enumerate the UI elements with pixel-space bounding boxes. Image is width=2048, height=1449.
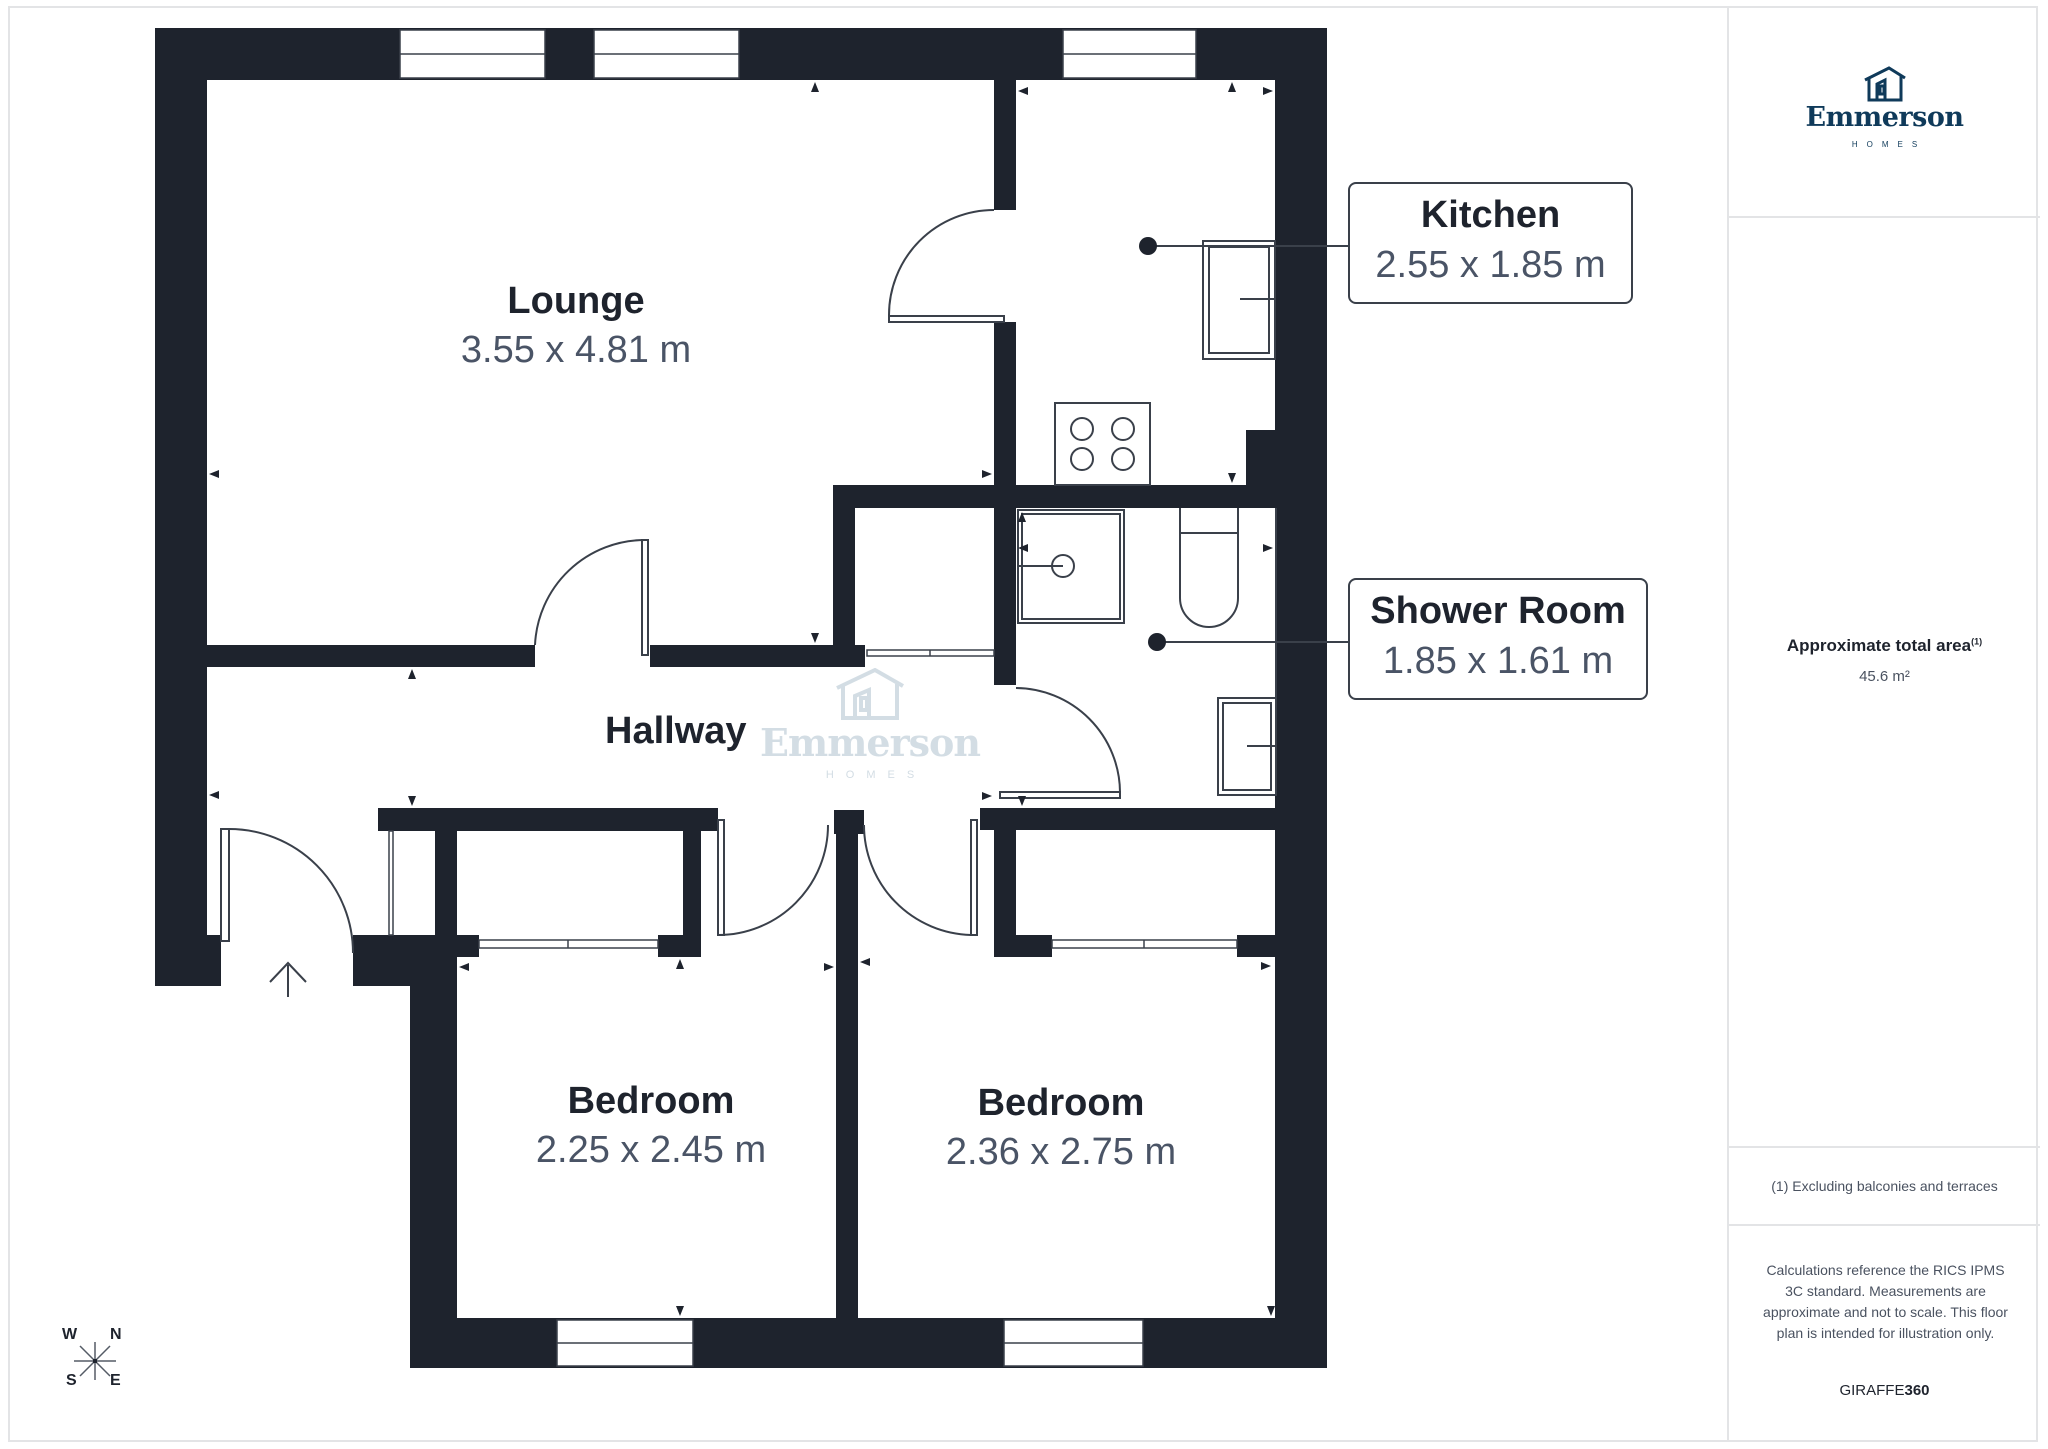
brand-logo: Emmerson HOMES: [1729, 6, 2040, 218]
brand-sub: HOMES: [1851, 140, 1927, 149]
giraffe360-credit: GIRAFFE360: [1729, 1382, 2040, 1399]
dimension-markers: [209, 82, 1275, 1316]
watermark-sub: HOMES: [825, 769, 927, 781]
room-label-bedroom-1: Bedroom 2.25 x 2.45 m: [536, 1078, 766, 1176]
callout-dots: [1139, 237, 1166, 651]
room-dimensions: 1.85 x 1.61 m: [1382, 640, 1614, 682]
compass-s: S: [66, 1372, 77, 1389]
compass-rose-icon: [74, 1342, 116, 1380]
room-name: Kitchen: [1420, 194, 1561, 236]
room-name: Lounge: [507, 280, 645, 322]
windows: [388, 29, 1238, 1367]
shower-fixtures: [1017, 508, 1277, 796]
room-callout-shower-room: Shower Room 1.85 x 1.61 m: [1348, 578, 1648, 700]
callout-leaders: [1148, 245, 1348, 643]
doors: [220, 209, 1121, 954]
walls: [155, 28, 1327, 1368]
compass-w: W: [62, 1326, 78, 1343]
brand-name: Emmerson: [1805, 102, 1964, 133]
room-name: Bedroom: [977, 1082, 1145, 1124]
toilet: [1179, 508, 1239, 628]
disclaimer: Calculations reference the RICS IPMS 3C …: [1763, 1262, 2008, 1341]
house-logo-icon: [1864, 66, 1906, 102]
entrance-arrow-icon: [269, 961, 307, 997]
total-area: Approximate total area(1) 45.6 m²: [1729, 636, 2040, 685]
room-dimensions: 2.25 x 2.45 m: [535, 1129, 767, 1171]
room-name: Bedroom: [567, 1080, 735, 1122]
watermark-logo: Emmerson HOMES: [760, 668, 981, 781]
room-name: Shower Room: [1370, 590, 1626, 632]
page-frame: [8, 6, 2038, 1442]
room-dimensions: 2.55 x 1.85 m: [1375, 244, 1606, 286]
compass-e: E: [110, 1372, 121, 1389]
credit-prefix: GIRAFFE: [1839, 1382, 1905, 1399]
footnote-mark: (1): [1971, 636, 1983, 647]
hob: [1054, 402, 1151, 486]
compass: W N S E: [60, 1320, 140, 1410]
total-area-title: Approximate total area(1): [1729, 636, 2040, 656]
area-footnote: (1) Excluding balconies and terraces: [1729, 1146, 2040, 1226]
room-label-bedroom-2: Bedroom 2.36 x 2.75 m: [946, 1080, 1176, 1178]
watermark-brand: Emmerson: [760, 720, 981, 765]
info-sidebar: Emmerson HOMES Approximate total area(1)…: [1727, 6, 2040, 1442]
room-label-hallway: Hallway: [605, 710, 747, 752]
total-area-value: 45.6 m²: [1859, 668, 1910, 685]
room-callout-kitchen: Kitchen 2.55 x 1.85 m: [1348, 182, 1633, 304]
compass-n: N: [110, 1326, 122, 1343]
room-label-lounge: Lounge 3.55 x 4.81 m: [461, 278, 691, 376]
total-area-label: Approximate total area: [1786, 636, 1972, 655]
room-dimensions: 2.36 x 2.75 m: [945, 1131, 1177, 1173]
kitchen-fixtures: [1054, 240, 1276, 486]
room-dimensions: 3.55 x 4.81 m: [460, 329, 692, 371]
house-logo-icon: [836, 668, 904, 720]
credit-suffix: 360: [1904, 1382, 1930, 1399]
